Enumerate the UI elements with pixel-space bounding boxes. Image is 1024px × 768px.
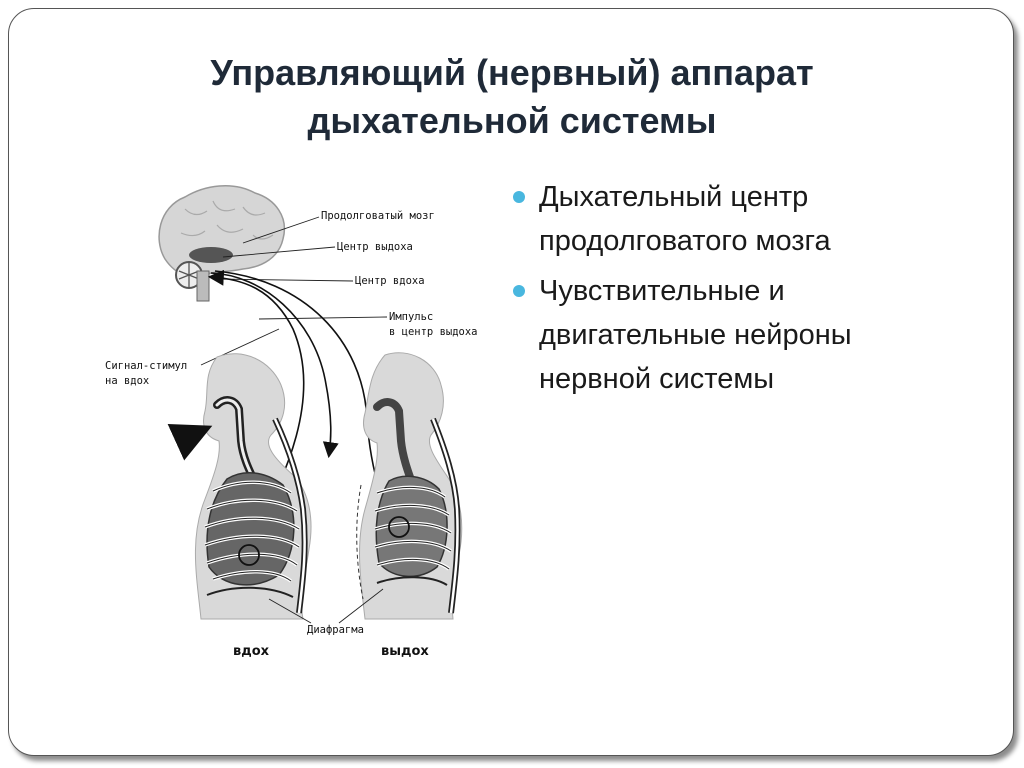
slide-title: Управляющий (нервный) аппарат дыхательно…	[9, 49, 1013, 145]
figure-inhale	[167, 353, 312, 620]
diaphragm-leaders	[268, 588, 384, 624]
bullet-2-line-1: Чувствительные и	[539, 275, 785, 307]
bullet-dot-icon	[513, 191, 525, 203]
title-line-1: Управляющий (нервный) аппарат	[210, 52, 814, 93]
bullet-list: Дыхательный центр продолговатого мозга Ч…	[509, 175, 979, 407]
title-line-2: дыхательной системы	[307, 100, 717, 141]
label-exhale: выдох	[381, 644, 429, 659]
label-impulse-2: в центр выдоха	[389, 326, 478, 338]
slide: Управляющий (нервный) аппарат дыхательно…	[8, 8, 1014, 756]
respiratory-control-diagram: Продолговатый мозг Центр выдоха Центр вд…	[105, 185, 478, 659]
bullet-1-line-2: продолговатого мозга	[539, 225, 831, 257]
label-impulse-1: Импульс	[389, 311, 433, 323]
bullet-item-1: Дыхательный центр продолговатого мозга	[509, 175, 979, 263]
figure-exhale	[356, 352, 463, 620]
label-inhale: вдох	[233, 644, 270, 659]
brain-illustration	[158, 185, 286, 302]
label-signal-2: на вдох	[105, 375, 149, 387]
label-diaphragm: Диафрагма	[307, 624, 364, 636]
label-medulla: Продолговатый мозг	[321, 210, 435, 222]
label-signal-1: Сигнал-стимул	[105, 360, 187, 372]
bullet-2-line-3: нервной системы	[539, 363, 775, 395]
label-exhale-center: Центр выдоха	[337, 241, 413, 253]
label-inhale-center: Центр вдоха	[355, 275, 425, 287]
bullet-item-2: Чувствительные и двигательные нейроны не…	[509, 269, 979, 401]
bullet-2-line-2: двигательные нейроны	[539, 319, 852, 351]
bullet-1-line-1: Дыхательный центр	[539, 181, 809, 213]
bullet-dot-icon	[513, 285, 525, 297]
